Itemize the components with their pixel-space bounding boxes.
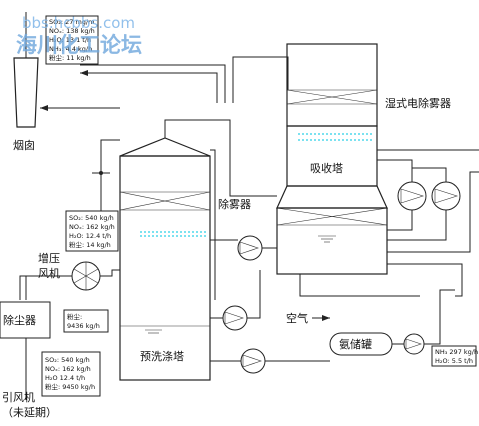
absorber-circulation-lines [299, 149, 479, 297]
chimney [13, 12, 39, 128]
booster-fan-label-1: 增压 [38, 251, 60, 265]
dust-collector-label: 除尘器 [3, 313, 36, 327]
watermark-url: bbs.hcbbs.com [22, 14, 135, 32]
stack-so2: SO₂: 27 mg/m [49, 18, 94, 26]
inlet-nox: NOₓ: 162 kg/h [45, 365, 91, 373]
ammonia-pump [403, 289, 455, 355]
chimney-label: 烟囱 [13, 138, 35, 152]
pump-bottom [210, 348, 330, 374]
booster-fan [19, 261, 120, 300]
booster-fan-label-2: 风机 [38, 266, 60, 280]
demister-label: 除雾器 [218, 197, 251, 211]
absorber-tower [276, 43, 388, 275]
dust-collector-data-box: 粉尘: 9436 kg/h [63, 309, 109, 333]
inlet-so2: SO₂: 540 kg/h [45, 356, 90, 364]
ammonia-data-box: NH₃ 297 kg/h H₂O: 5.5 t/h [431, 345, 478, 367]
dust-out-value: 9436 kg/h [67, 322, 100, 330]
stack-h2o: H₂O: 13.1 t/h [49, 36, 91, 44]
stack-outlet-data-box: SO₂: 27 mg/m NOₓ: 138 kg/h H₂O: 13.1 t/h… [45, 15, 99, 65]
prewash-tower [119, 137, 211, 381]
dust-collector [0, 276, 51, 400]
inlet-data-box: SO₂: 540 kg/h NOₓ: 162 kg/h H₂O 12.4 t/h… [41, 351, 101, 397]
absorber-label: 吸收塔 [310, 161, 343, 175]
return-duct [40, 105, 120, 111]
ammonia-h2o: H₂O: 5.5 t/h [435, 357, 473, 365]
wesp-label: 湿式电除雾器 [385, 96, 451, 110]
air-label: 空气 [286, 311, 308, 325]
ammonia-tank [329, 332, 404, 356]
pump-absorber-1 [397, 181, 427, 211]
stack-nh3: NH₃: 4.4 kg/h [49, 45, 92, 53]
fan-outlet-data-box: SO₂: 540 kg/h NOₓ: 162 kg/h H₂O: 12.4 t/… [65, 210, 119, 252]
fan-h2o: H₂O: 12.4 t/h [69, 232, 111, 240]
clean-flue-duct [80, 56, 289, 103]
pump-absorber-2 [431, 181, 461, 211]
id-fan-label-2: （未延期） [2, 406, 57, 419]
stack-nox: NOₓ: 138 kg/h [49, 27, 95, 35]
pump-recirc-1 [210, 235, 277, 261]
prewash-tower-label: 预洗涤塔 [140, 349, 184, 363]
id-fan-label-1: 引风机 [2, 390, 35, 404]
watermark-forum: 海川化工论坛 [16, 33, 142, 57]
flow-arrow [80, 70, 88, 76]
dust-out-label: 粉尘: [67, 312, 82, 321]
inlet-dust: 粉尘: 9450 kg/h [45, 382, 95, 391]
fan-nox: NOₓ: 162 kg/h [69, 223, 115, 231]
ammonia-nh3: NH₃ 297 kg/h [435, 348, 478, 356]
ammonia-tank-label: 氨储罐 [339, 337, 372, 351]
fan-dust: 粉尘: 14 kg/h [69, 240, 111, 249]
inlet-h2o: H₂O 12.4 t/h [45, 374, 85, 382]
fan-so2: SO₂: 540 kg/h [69, 214, 114, 222]
pump-recirc-2 [210, 149, 261, 331]
stack-dust: 粉尘: 11 kg/h [49, 53, 91, 62]
